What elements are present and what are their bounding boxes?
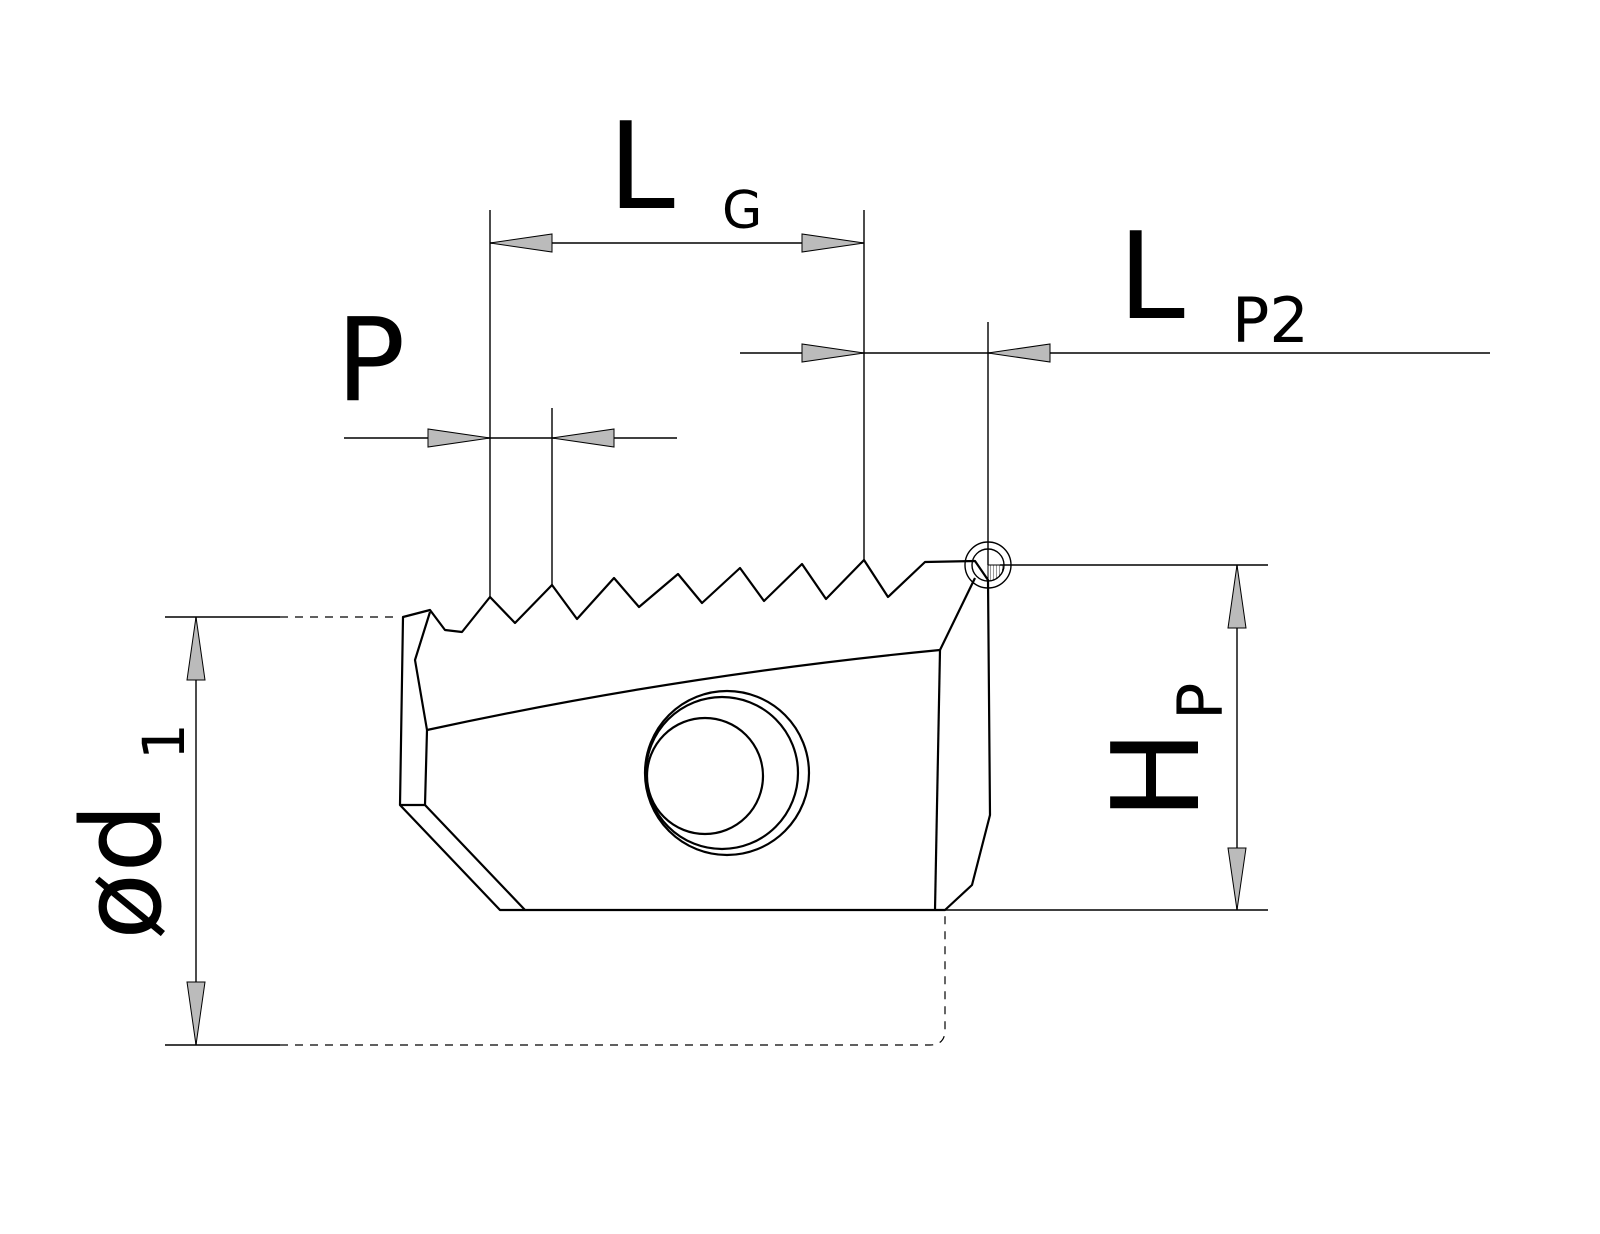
hp-subscript: P	[1164, 683, 1237, 720]
screw-hole	[643, 689, 811, 857]
pitch-dimension: P	[336, 294, 677, 585]
lg-label: L	[608, 98, 675, 237]
lg-subscript: G	[722, 181, 762, 241]
hp-label: H	[1088, 730, 1227, 820]
d1-dimension: ød 1	[58, 616, 946, 1046]
arrow-head	[1227, 564, 1247, 629]
cutting-tip-detail	[964, 541, 1012, 589]
arrow-head	[801, 233, 865, 253]
pitch-label: P	[336, 294, 405, 428]
arrow-head	[1227, 847, 1247, 911]
arrow-head	[801, 343, 865, 363]
lp2-label: L	[1118, 208, 1185, 347]
d1-subscript: 1	[130, 723, 198, 760]
arrow-head	[186, 616, 206, 681]
d1-label: ød	[58, 803, 186, 940]
hp-dimension: H P	[945, 564, 1268, 911]
arrow-head	[489, 233, 553, 253]
arrow-head	[987, 343, 1051, 363]
lg-dimension: L G	[489, 98, 865, 597]
arrow-head	[427, 428, 491, 448]
lp2-subscript: P2	[1232, 284, 1309, 357]
arrow-head	[186, 981, 206, 1046]
lp2-dimension: L P2	[740, 208, 1490, 565]
arrow-head	[551, 428, 615, 448]
insert-body	[398, 541, 1012, 912]
